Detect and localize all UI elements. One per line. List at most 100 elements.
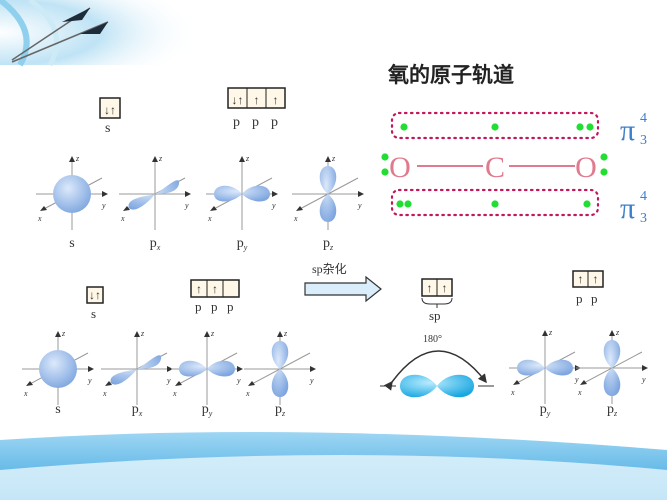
hybrid-orbital-pz: xyz — [576, 328, 648, 404]
row1-p-box-label: p — [252, 115, 259, 130]
electron-dot — [400, 123, 408, 131]
row2-orbital-label: pz — [275, 402, 286, 418]
row1-orbital-label: px — [150, 236, 161, 252]
axis-z-label: z — [548, 328, 553, 337]
target-arrows-decoration — [0, 0, 200, 67]
axis-y-label: y — [357, 201, 362, 210]
row1-s-orbital-box: ↓↑ — [99, 97, 121, 119]
electron-arrows: ↑ — [427, 281, 433, 295]
electron-dot — [583, 200, 591, 208]
axis-y-label: y — [101, 201, 106, 210]
axis-y-label: y — [641, 375, 646, 384]
axis-z-label: z — [245, 154, 250, 163]
row1-orbital-pz: x y z — [292, 154, 364, 230]
axis-y-label: y — [309, 376, 314, 385]
atom-O: O — [575, 151, 597, 184]
row2-s-orbital-box: ↓↑ — [86, 286, 104, 304]
delocalized-pi-region-1 — [390, 111, 600, 140]
bond-angle-label: 180° — [423, 334, 442, 345]
remaining-p-box-label: p — [591, 291, 598, 306]
electron-dot — [600, 168, 608, 176]
electron-arrows: ↑ — [273, 93, 279, 107]
remaining-p-box-label: p — [576, 291, 583, 306]
axis-z-label: z — [158, 154, 163, 163]
hybrid-orbital-label: pz — [607, 402, 618, 418]
row1-orbital-label: s — [69, 236, 74, 251]
axis-z-label: z — [75, 154, 80, 163]
row2-orbital-pz: xyz — [244, 329, 316, 405]
pi-subscript: 3 — [640, 211, 647, 226]
axis-x-label: x — [577, 388, 582, 397]
row1-p-box-label: p — [233, 115, 240, 130]
axis-z-label: z — [331, 154, 336, 163]
row2-p-orbital-box: ↑↑ — [190, 279, 240, 298]
pi-symbol: π — [620, 114, 635, 147]
electron-dot — [600, 153, 608, 161]
axis-z-label: z — [615, 328, 620, 337]
electron-dot — [381, 168, 389, 176]
axis-x-label: x — [172, 389, 177, 398]
row2-orbital-px: xyz — [101, 329, 173, 405]
electron-arrows: ↑ — [593, 272, 599, 286]
electron-arrows: ↓↑ — [89, 288, 101, 302]
pi-superscript: 4 — [640, 111, 647, 126]
electron-arrows: ↑ — [196, 282, 202, 296]
electron-arrows: ↓↑ — [104, 103, 116, 117]
orbital-label: p — [540, 402, 547, 417]
sp-orbital-box: ↑↑ — [421, 278, 453, 297]
hybrid-orbital-py: xy z — [509, 328, 581, 404]
electron-arrows: ↑ — [212, 282, 218, 296]
electron-dot — [381, 153, 389, 161]
pi-symbol: π — [620, 192, 635, 225]
electron-arrows: ↑ — [254, 93, 260, 107]
row1-orbital-py: xyz — [206, 154, 278, 230]
row2-orbital-py: xyz — [171, 329, 243, 405]
row1-orbital-s: x y z — [36, 154, 108, 230]
orbital-subscript: z — [613, 409, 618, 418]
orbital-subscript: y — [243, 243, 248, 252]
axis-y-label: y — [166, 376, 171, 385]
row2-p-box-label: p — [195, 299, 202, 314]
axis-x-label: x — [293, 214, 298, 223]
row1-p-orbital-box: ↓↑↑↑ — [227, 87, 286, 109]
axis-x-label: x — [245, 389, 250, 398]
axis-y-label: y — [184, 201, 189, 210]
row2-orbital-label: px — [132, 402, 143, 418]
sp-hybrid-orbital — [380, 350, 494, 398]
orbital-label: s — [55, 402, 60, 417]
orbital-label: p — [150, 236, 157, 251]
row1-p-box-label: p — [271, 115, 278, 130]
pi-subscript: 3 — [640, 133, 647, 148]
orbital-subscript: x — [156, 243, 161, 252]
orbital-label: p — [275, 402, 282, 417]
axis-x-label: x — [37, 214, 42, 223]
orbital-label: p — [323, 236, 330, 251]
delocalized-pi-region-2 — [390, 188, 600, 217]
sp-box-label: sp — [429, 308, 441, 323]
electron-dot — [404, 200, 412, 208]
axis-x-label: x — [23, 389, 28, 398]
axis-x-label: x — [120, 214, 125, 223]
row2-orbital-label: py — [202, 402, 213, 418]
electron-arrows: ↑ — [442, 281, 448, 295]
electron-dot — [491, 200, 499, 208]
page-title: 氧的原子轨道 — [388, 63, 514, 87]
axis-y-label: y — [574, 375, 579, 384]
orbital-label: p — [202, 402, 209, 417]
electron-arrows: ↑ — [578, 272, 584, 286]
row2-p-box-label: p — [227, 299, 234, 314]
orbital-subscript: y — [546, 409, 551, 418]
row1-orbital-label: pz — [323, 236, 334, 252]
row2-orbital-label: s — [55, 402, 60, 417]
axis-y-label: y — [87, 376, 92, 385]
atom-C: C — [485, 151, 505, 184]
orbital-subscript: z — [281, 409, 286, 418]
atom-O: O — [389, 151, 411, 184]
axis-z-label: z — [210, 329, 215, 338]
orbital-subscript: y — [208, 409, 213, 418]
pi-superscript: 4 — [640, 189, 647, 204]
